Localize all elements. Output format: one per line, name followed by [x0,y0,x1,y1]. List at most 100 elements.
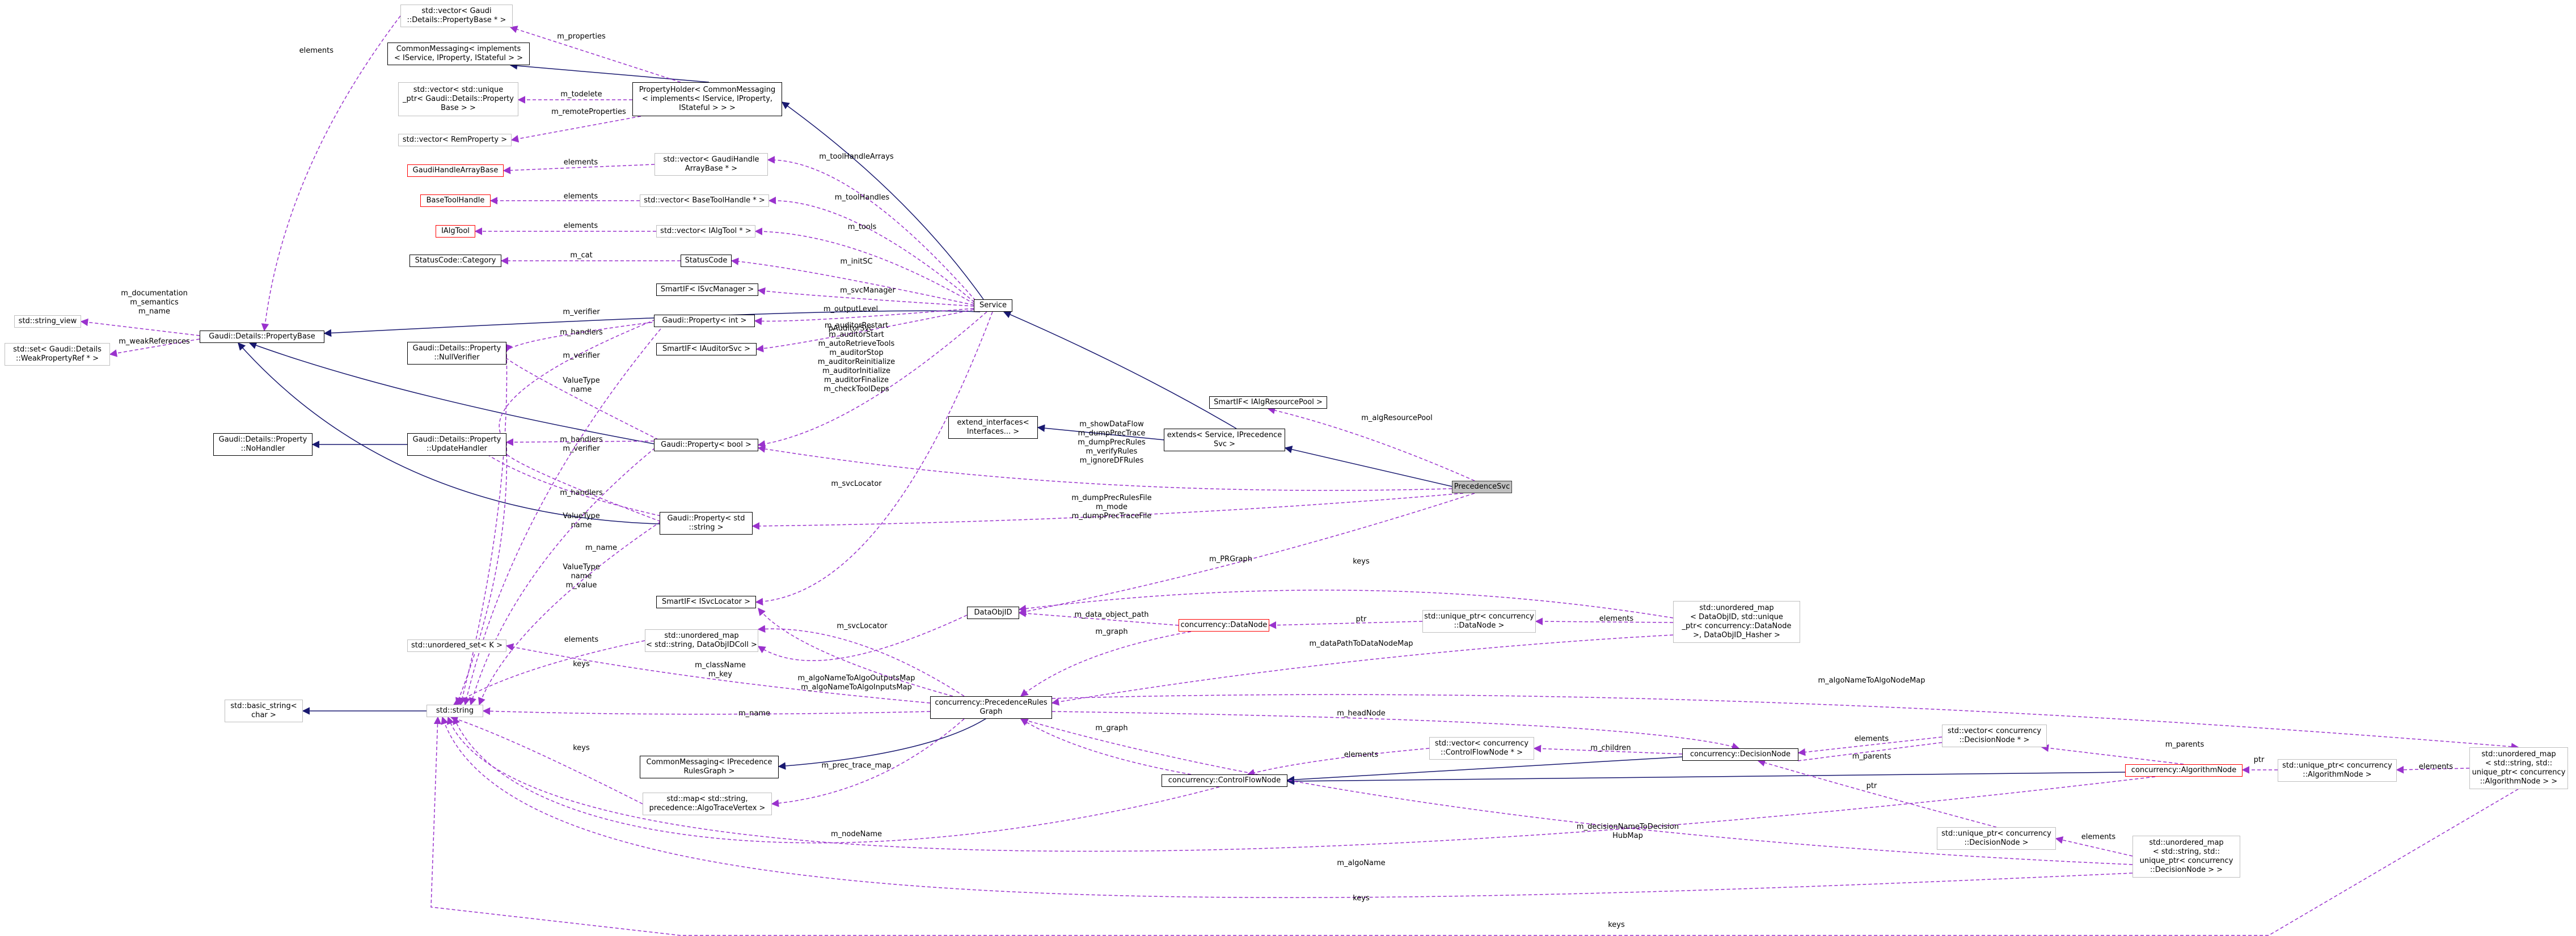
edge-label: m_parents [1852,752,1891,761]
class-node-line: char > [251,711,276,719]
class-node-gha-base[interactable]: GaudiHandleArrayBase [407,164,504,177]
edge-label: elements [2419,763,2453,771]
usage-edge [1533,744,1683,755]
inheritance-edge [1284,446,1452,487]
edge-label-line: m_parents [1852,752,1891,761]
class-node-extend-ifaces[interactable]: extend_interfaces<Interfaces... > [948,416,1038,439]
edge-label: ptr [1356,615,1367,624]
usage-edge [1267,406,1475,481]
class-node-line: concurrency::DataNode [1180,621,1268,629]
class-node-smartif-auditor[interactable]: SmartIF< IAuditorSvc > [656,343,757,355]
usage-edge [441,716,2133,898]
edge-label-line: HubMap [1612,832,1643,840]
edge-label-line: m_svcLocator [831,480,882,488]
edge-label: m_algoNameToAlgoNodeMap [1818,676,1925,685]
class-node-line: std::vector< RemProperty > [402,135,508,144]
edge-label-line: keys [573,660,590,668]
usage-edge [450,715,643,804]
class-node-propertybase[interactable]: Gaudi::Details::PropertyBase [200,331,324,343]
class-node-line: SmartIF< ISvcManager > [660,285,754,294]
edge-label: m_svcLocator [831,480,882,488]
class-node-line: std::string_view [18,317,77,325]
usage-edge [1051,694,2519,751]
class-node-basetoolhandle[interactable]: BaseToolHandle [420,194,491,207]
class-node-umap-decnode: std::unordered_map< std::string, std::un… [2132,836,2240,878]
class-node-smartif-locator[interactable]: SmartIF< ISvcLocator > [656,596,756,608]
class-node-line: std::vector< concurrency [1434,739,1529,748]
edge-label: m_algResourcePool [1361,414,1433,422]
edge-label-line: m_documentation [121,289,188,298]
edge-label-line: m_auditorStop [829,349,883,357]
edge-label: m_properties [557,32,606,41]
usage-edge [1535,617,1674,625]
class-node-vec-cfn: std::vector< concurrency::ControlFlowNod… [1429,737,1534,760]
usage-edge [757,615,968,662]
class-node-line: GaudiHandleArrayBase [412,166,499,175]
class-node-line: ::DecisionNode * > [1959,736,2030,744]
edge-label: m_initSC [840,257,872,266]
class-node-vec-ialgtool: std::vector< IAlgTool * > [656,225,755,238]
class-node-statuscode[interactable]: StatusCode [681,255,732,267]
edge-label-line: m_name [738,709,770,718]
edge-label-line: m_algoName [1337,859,1385,867]
class-node-algorithmnode[interactable]: concurrency::AlgorithmNode [2125,764,2243,777]
edge-label-line: m_children [1590,744,1631,752]
class-node-nohandler[interactable]: Gaudi::Details::Property::NoHandler [213,433,313,456]
usage-edge [1018,493,1475,616]
edge-label-line: m_graph [1095,628,1127,636]
edge-label-line: m_algoNameToAlgoOutputsMap [797,674,915,683]
class-node-decisionnode[interactable]: concurrency::DecisionNode [1682,748,1798,761]
class-node-line: concurrency::DecisionNode [1690,750,1791,759]
class-node-smartif-svcmgr[interactable]: SmartIF< ISvcManager > [656,283,758,296]
class-node-dataobjid[interactable]: DataObjID [967,607,1019,619]
class-node-prop-string[interactable]: Gaudi::Property< std::string > [660,512,753,535]
class-node-propholder[interactable]: PropertyHolder< CommonMessaging< impleme… [632,82,782,116]
class-node-updatehandler[interactable]: Gaudi::Details::Property::UpdateHandler [407,433,506,456]
edge-label-line: m_mode [1096,503,1127,511]
class-node-line: std::basic_string< [230,702,297,710]
class-node-line: std::unordered_map [664,632,739,640]
class-node-line: SmartIF< IAuditorSvc > [662,345,750,353]
usage-edge [430,716,2519,936]
class-node-line: std::map< std::string, [666,795,748,803]
class-node-ialgtool[interactable]: IAlgTool [436,225,475,238]
edge-label-line: m_handlers [560,435,603,444]
class-node-smartif-resource[interactable]: SmartIF< IAlgResourcePool > [1209,396,1327,409]
class-node-line: Gaudi::Details::PropertyBase [209,332,315,341]
edge-label-line: m_semantics [130,298,179,307]
edge-label-line: keys [1353,557,1370,566]
class-node-line: extends< Service, IPrecedence [1167,431,1282,439]
edge-label: m_dataPathToDataNodeMap [1309,639,1413,648]
class-node-line: concurrency::AlgorithmNode [2131,766,2237,774]
edge-label: m_name [738,709,770,718]
class-node-prop-bool[interactable]: Gaudi::Property< bool > [654,439,758,451]
class-node-prop-int[interactable]: Gaudi::Property< int > [654,315,755,327]
class-node-map-vertex: std::map< std::string,precedence::AlgoTr… [643,793,772,815]
class-node-line: ::Details::PropertyBase * > [407,16,506,24]
class-node-nullverifier[interactable]: Gaudi::Details::Property::NullVerifier [407,342,506,365]
class-node-line: ::string > [689,523,724,532]
usage-edge [505,320,664,353]
class-node-line: < implements< IService, IProperty, [641,95,773,103]
class-node-datanode[interactable]: concurrency::DataNode [1179,619,1269,632]
class-node-controlflownode[interactable]: concurrency::ControlFlowNode [1162,774,1287,787]
edge-label-line: m_toolHandleArrays [819,153,894,161]
class-node-line: extend_interfaces< [957,418,1029,427]
class-node-service[interactable]: Service [974,299,1012,312]
usage-edge [1797,736,1942,756]
edge-label-line: m_algoNameToAlgoInputsMap [801,683,912,692]
class-node-cm-impl[interactable]: CommonMessaging< implements< IService, I… [387,43,530,65]
edge-label-line: m_verifier [563,308,600,316]
edge-label: elements [564,192,598,201]
class-node-line: ::DecisionNode > > [2150,866,2223,874]
class-node-statuscode-cat[interactable]: StatusCode::Category [409,255,501,267]
edge-label-line: m_weakReferences [119,337,190,346]
edge-label-line: m_todelete [560,90,602,99]
